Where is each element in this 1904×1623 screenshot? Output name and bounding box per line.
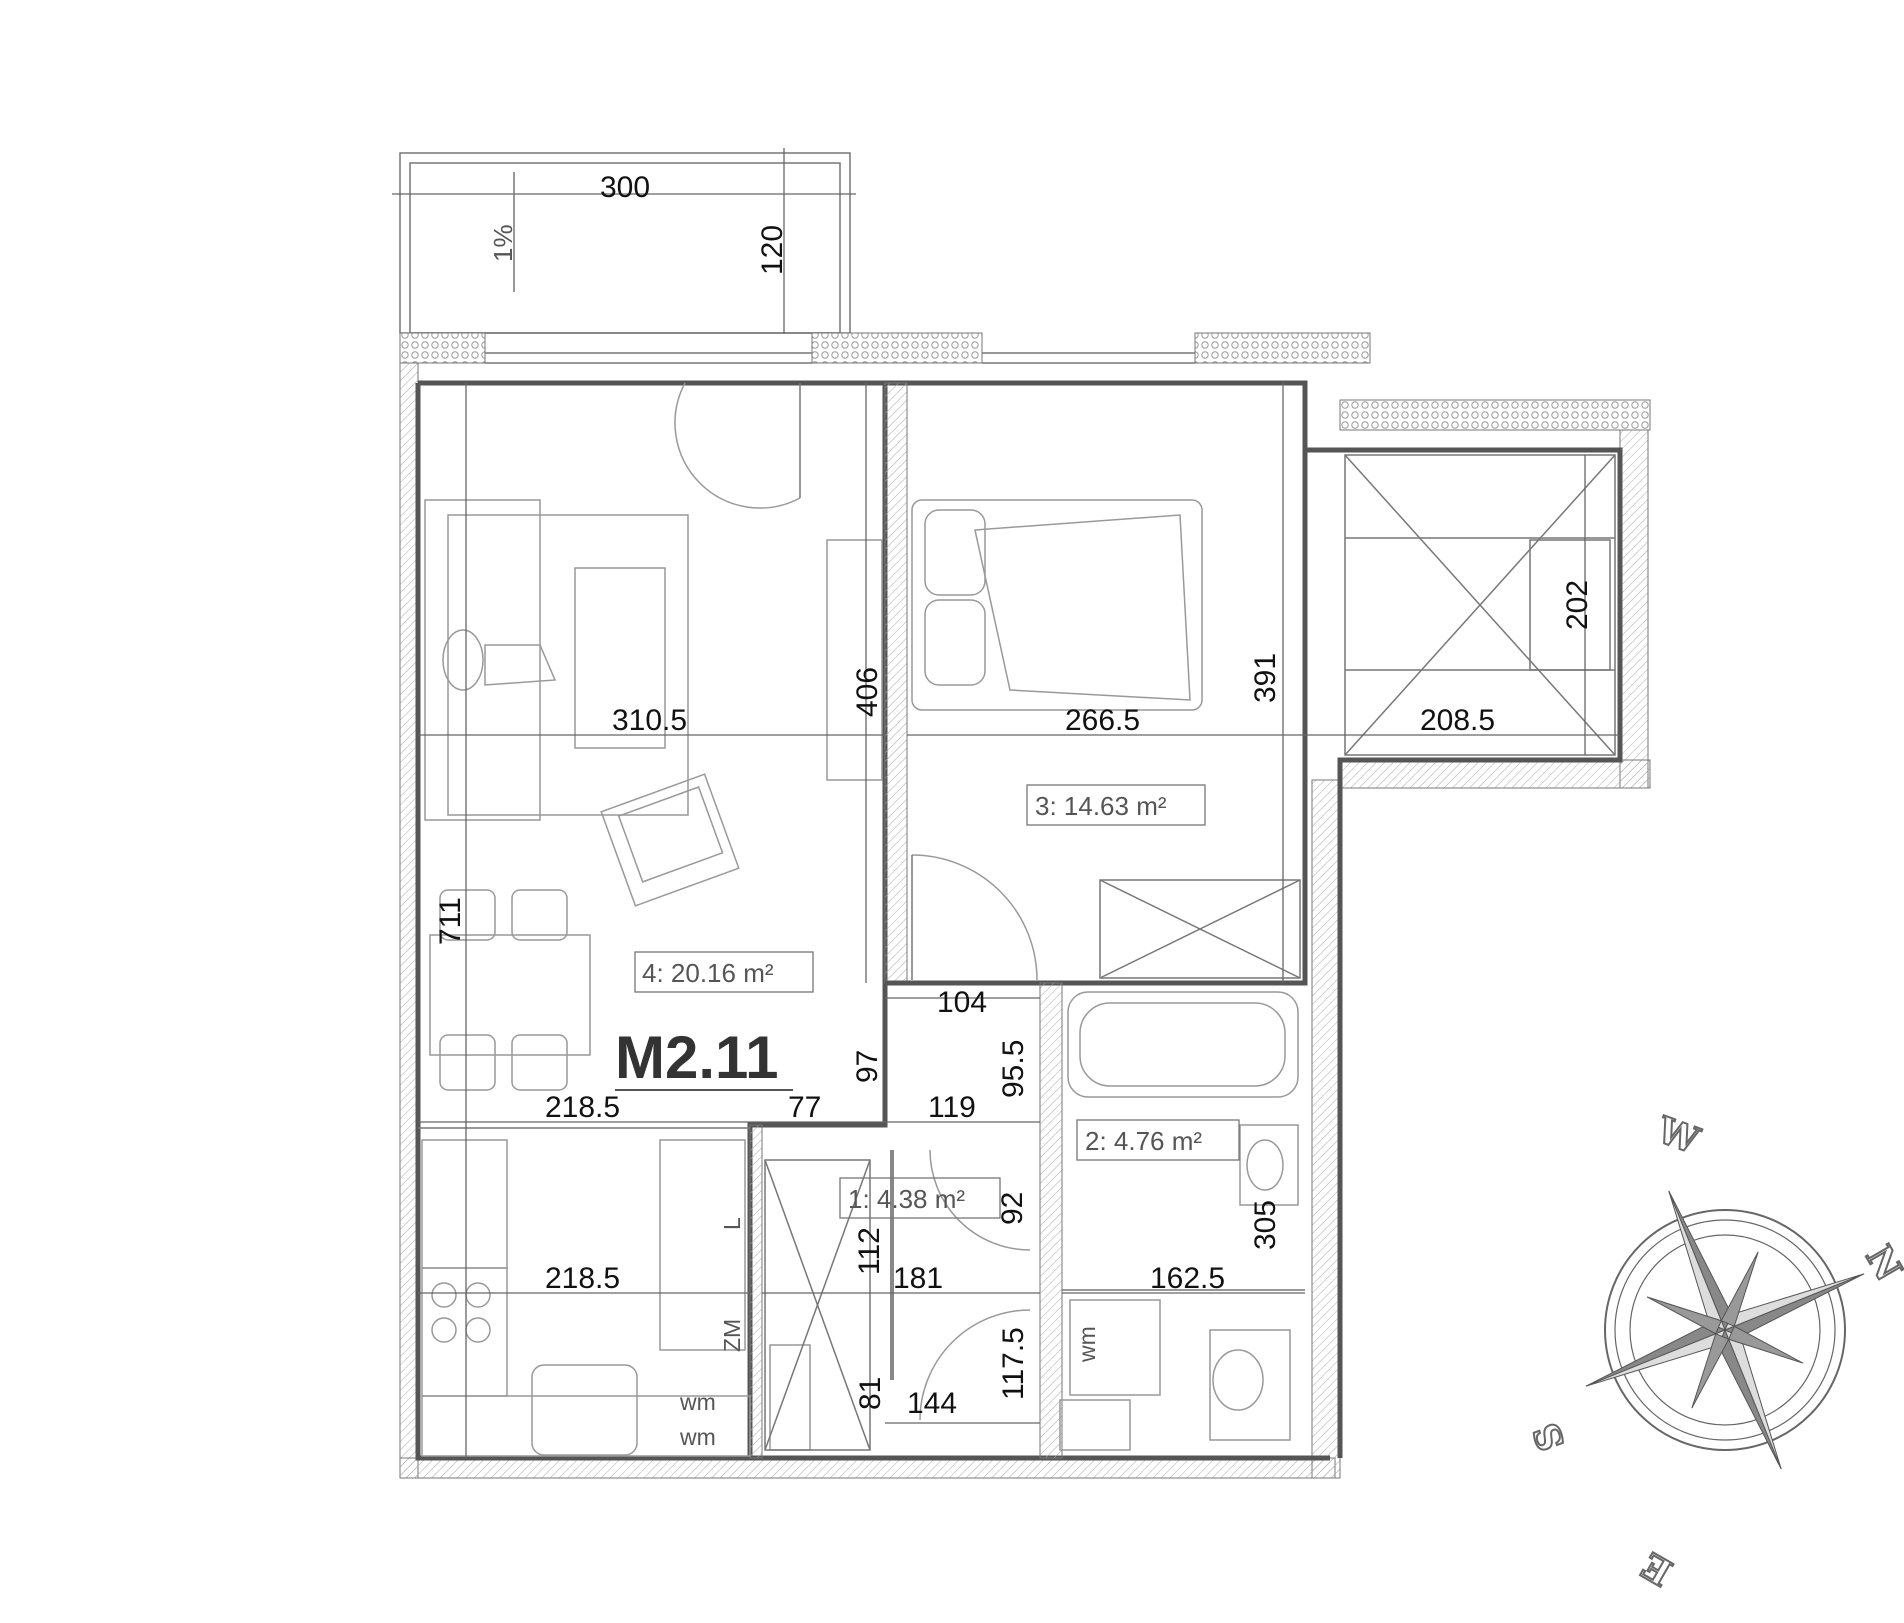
kitchen-width-lower-label: 218.5 [545, 1262, 620, 1295]
living-length-label: 711 [434, 897, 467, 945]
compass-s: S [1525, 1417, 1573, 1456]
balcony [392, 148, 856, 334]
entry-width-label: 144 [907, 1387, 957, 1420]
room-area-bathroom: 2: 4.76 m² [1085, 1126, 1202, 1156]
living-depth-label: 406 [851, 667, 884, 717]
hall-width-label: 119 [928, 1091, 976, 1124]
bedroom-width-label: 266.5 [1065, 704, 1140, 737]
balcony-slope-label: 1% [488, 224, 518, 262]
passage-width-label: 104 [937, 986, 987, 1019]
kitchen-gap-label: 77 [788, 1091, 821, 1124]
loggia [1344, 454, 1616, 756]
compass-e: E [1635, 1543, 1680, 1593]
hall-top-label: 97 [851, 1050, 884, 1083]
bath-depth-label: 305 [1249, 1200, 1282, 1250]
bedroom-furniture [911, 499, 1301, 981]
balcony-width-label: 300 [600, 171, 650, 204]
bath-wm-label: wm [1074, 1326, 1100, 1363]
exterior-walls [399, 332, 1651, 1479]
entry-side-label: 117.5 [997, 1327, 1030, 1400]
bedroom-depth-label: 391 [1249, 653, 1282, 703]
kitchen-width-label: 218.5 [545, 1091, 620, 1124]
hall-top-right-label: 95.5 [997, 1040, 1030, 1098]
dimension-lines [418, 383, 1620, 1458]
interior-walls [415, 380, 1623, 1461]
loggia-width-label: 208.5 [1420, 704, 1495, 737]
bath-width-label: 162.5 [1150, 1262, 1225, 1295]
hall [764, 1149, 1031, 1451]
loggia-depth-label: 202 [1561, 580, 1594, 630]
washing-machine-label-1: wm [679, 1389, 716, 1415]
unit-code: M2.11 [615, 1024, 778, 1091]
room-area-living: 4: 20.16 m² [642, 958, 774, 988]
washing-machine-label-2: wm [679, 1424, 716, 1450]
room-area-bedroom: 3: 14.63 m² [1035, 791, 1167, 821]
room-area-hall: 1: 4.38 m² [848, 1184, 965, 1214]
hall-side-label: 112 [853, 1227, 886, 1275]
entry-left-label: 81 [854, 1377, 887, 1410]
compass-rose: N S E W [1524, 1108, 1904, 1595]
zm-label: ZM [719, 1319, 745, 1352]
kitchen [418, 1127, 811, 1457]
balcony-depth-label: 120 [756, 225, 789, 275]
living-width-label: 310.5 [612, 704, 687, 737]
windows [485, 352, 1195, 364]
hall-door-label: 92 [996, 1192, 1029, 1225]
bathroom-fixtures [1059, 991, 1305, 1451]
kitchen-l-label: L [719, 1217, 745, 1230]
compass-w: W [1651, 1109, 1705, 1163]
compass-n: N [1857, 1239, 1904, 1288]
hall-lower-width-label: 181 [893, 1262, 943, 1295]
living-furniture [424, 382, 883, 1091]
